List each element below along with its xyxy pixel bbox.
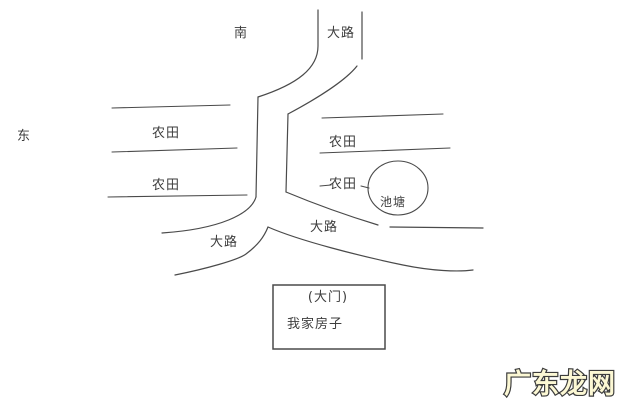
farmland-right-2-label: 农田 — [329, 177, 357, 192]
farmland-right-1-label: 农田 — [329, 135, 357, 150]
field-line-right-1 — [321, 113, 444, 119]
road-lines — [161, 9, 484, 276]
field-line-left-2 — [111, 147, 238, 153]
road-right-lower-curve — [267, 226, 474, 272]
pond-circle — [367, 160, 429, 216]
road-right-label: 大路 — [310, 219, 338, 235]
field-line-left-3 — [107, 194, 248, 198]
field-line-right-2 — [319, 147, 451, 154]
road-top-west-edge — [257, 9, 319, 98]
farmland-left-2-label: 农田 — [152, 178, 180, 193]
field-dash-left-of-pond — [319, 184, 332, 187]
house-name-label: 我家房子 — [287, 316, 343, 332]
field-lines — [107, 104, 451, 198]
road-left-upper-curve — [161, 196, 257, 234]
compass-south-label: 南 — [234, 25, 248, 41]
road-east-vertical-edge — [285, 113, 289, 193]
site-watermark: 广东龙网 — [504, 368, 616, 400]
road-west-vertical-edge — [255, 96, 259, 198]
compass-east-label: 东 — [17, 129, 31, 144]
road-top-label: 大路 — [327, 25, 355, 41]
road-right-upper-diagonal — [285, 191, 379, 226]
road-right-upper-horizontal — [389, 226, 484, 229]
house-gate-label: (大门) — [308, 290, 348, 305]
road-east-curve — [287, 65, 358, 115]
farmland-left-1-label: 农田 — [152, 126, 180, 141]
pond-label: 池塘 — [380, 194, 406, 209]
house-rectangle — [272, 284, 386, 350]
road-left-lower-curve — [174, 226, 269, 276]
field-line-left-1 — [111, 104, 231, 109]
road-left-label: 大路 — [210, 234, 238, 250]
